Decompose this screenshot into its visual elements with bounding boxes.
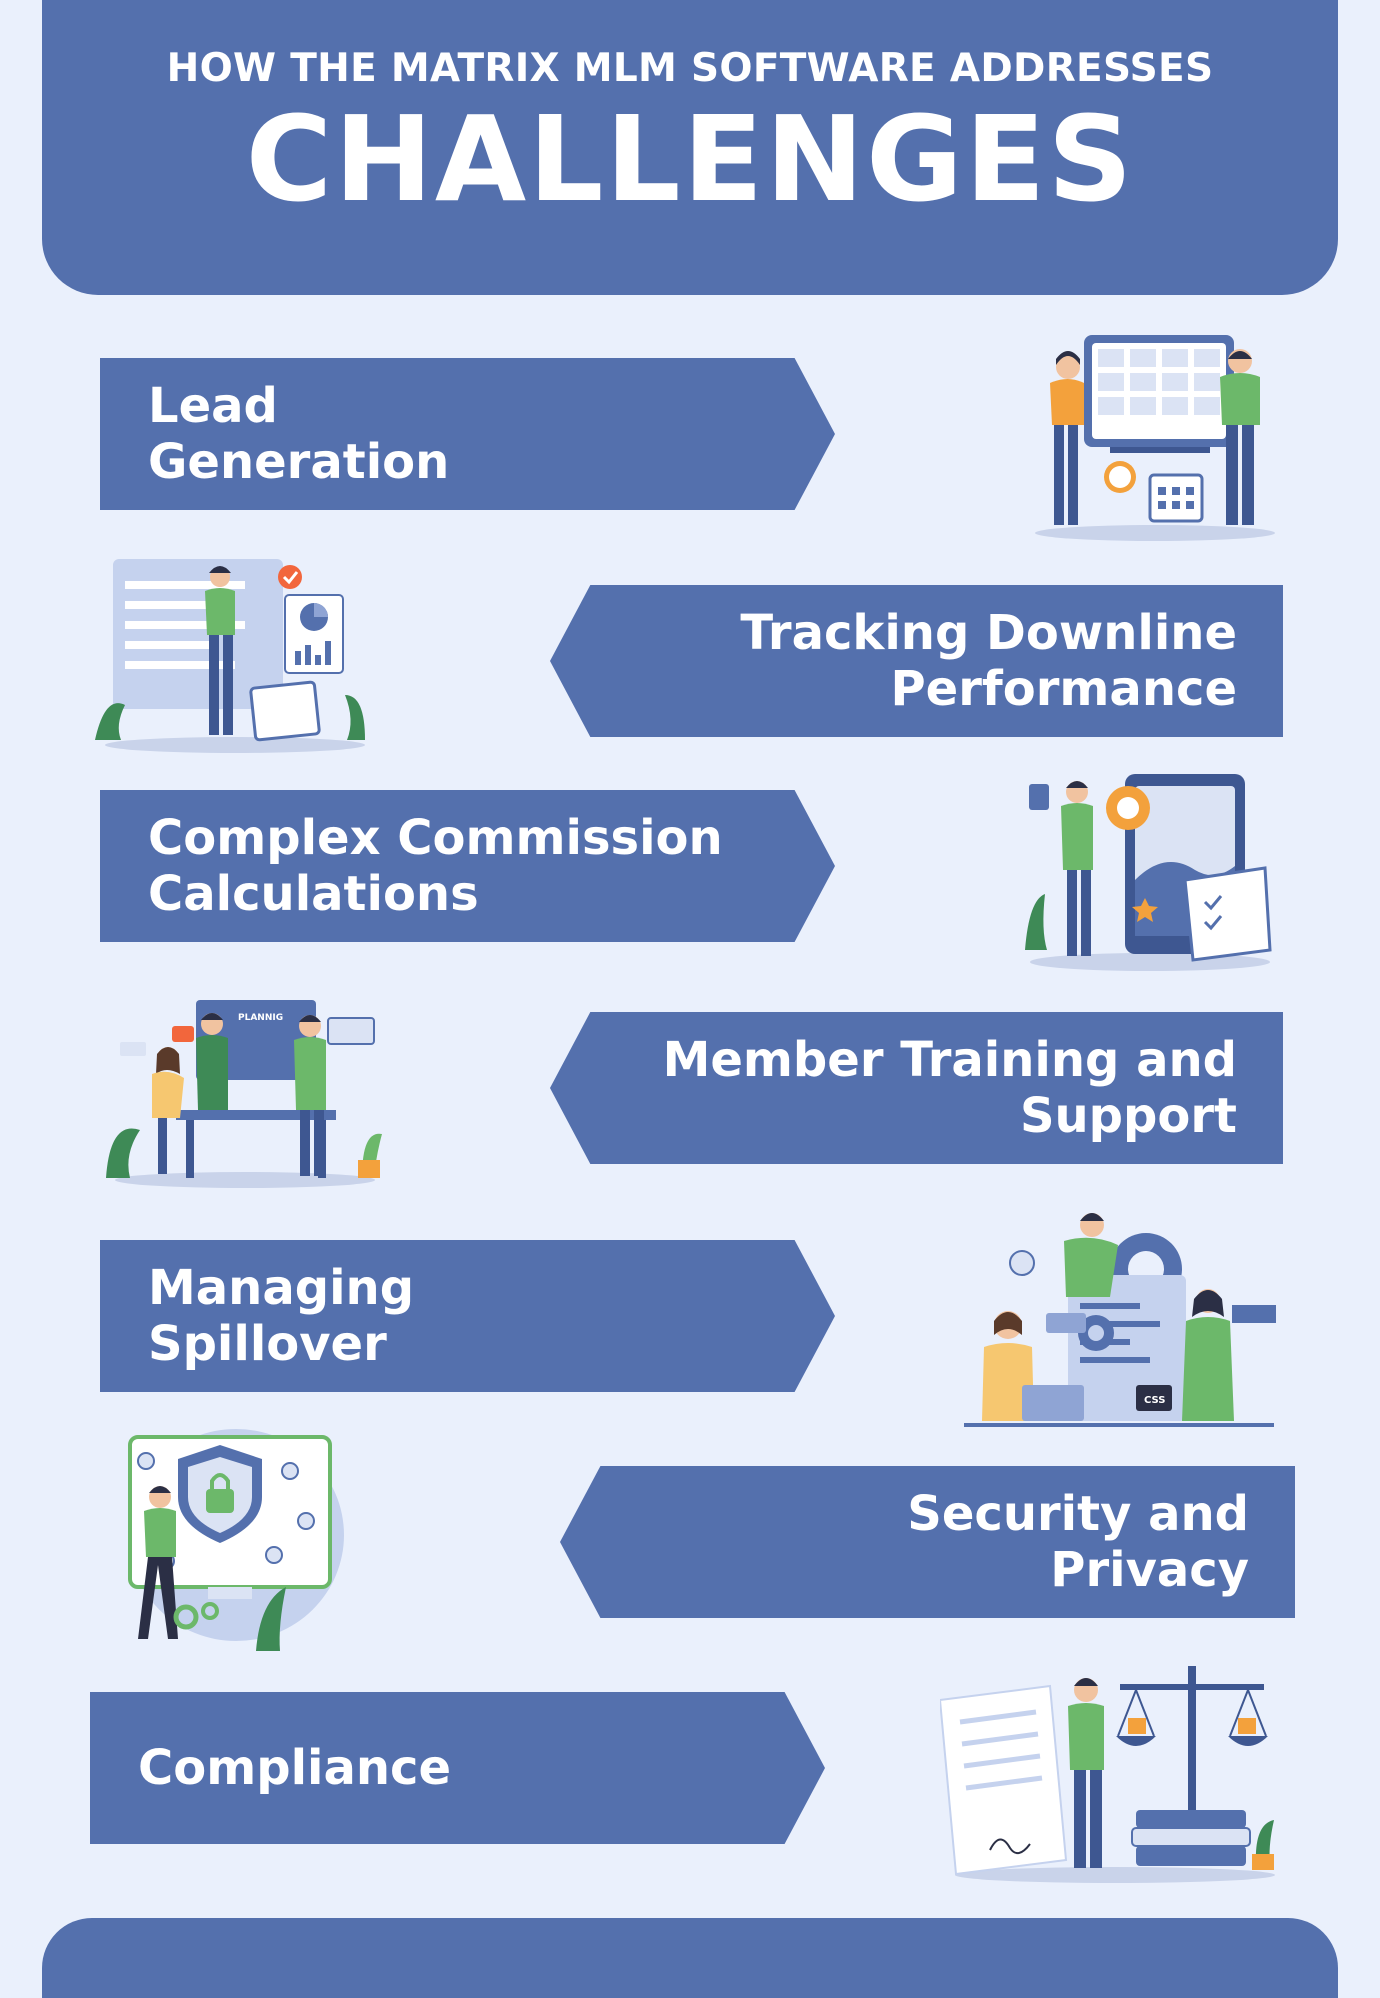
- challenge-banner-security-privacy: Security and Privacy: [560, 1466, 1295, 1618]
- challenge-banner-lead-generation: Lead Generation: [100, 358, 835, 510]
- testing-checklist-illustration: [1025, 774, 1272, 971]
- challenge-title-line: Member Training and: [662, 1032, 1237, 1088]
- security-shield-illustration: [128, 1429, 344, 1651]
- challenge-title-line: Complex Commission: [148, 810, 723, 866]
- challenge-banner-compliance: Compliance: [90, 1692, 825, 1844]
- css-tag-label: CSS: [1144, 1395, 1165, 1406]
- challenge-title-line: Lead: [148, 378, 278, 434]
- challenge-title-line: Tracking Downline: [740, 605, 1237, 661]
- challenge-title-line: Compliance: [138, 1740, 452, 1796]
- challenge-title-line: Calculations: [148, 866, 479, 922]
- footer-bar: [42, 1918, 1338, 1998]
- analytics-dashboard-illustration: [95, 559, 365, 753]
- challenge-banner-commission-calculations: Complex Commission Calculations: [100, 790, 835, 942]
- challenge-title-line: Generation: [148, 434, 450, 490]
- challenge-title-line: Support: [1019, 1088, 1237, 1144]
- challenge-banner-member-training: Member Training and Support: [550, 1012, 1283, 1164]
- challenge-title-line: Spillover: [148, 1316, 387, 1372]
- challenge-title-line: Performance: [890, 661, 1237, 717]
- header-title: CHALLENGES: [245, 90, 1135, 228]
- planning-board-label: PLANNIG: [238, 1013, 283, 1023]
- challenge-title-line: Managing: [148, 1260, 415, 1316]
- challenge-banner-managing-spillover: Managing Spillover: [100, 1240, 835, 1392]
- challenge-title-line: Security and: [907, 1486, 1249, 1542]
- team-planning-board-illustration: [1035, 335, 1275, 541]
- header-kicker: HOW THE MATRIX MLM SOFTWARE ADDRESSES: [166, 46, 1214, 91]
- challenge-title-line: Privacy: [1050, 1542, 1249, 1598]
- legal-scales-illustration: [940, 1666, 1275, 1883]
- team-meeting-illustration: PLANNIG: [106, 1000, 382, 1188]
- coding-team-illustration: CSS: [964, 1213, 1276, 1427]
- challenge-banner-tracking-downline: Tracking Downline Performance: [550, 585, 1283, 737]
- title-header: HOW THE MATRIX MLM SOFTWARE ADDRESSES CH…: [42, 0, 1338, 295]
